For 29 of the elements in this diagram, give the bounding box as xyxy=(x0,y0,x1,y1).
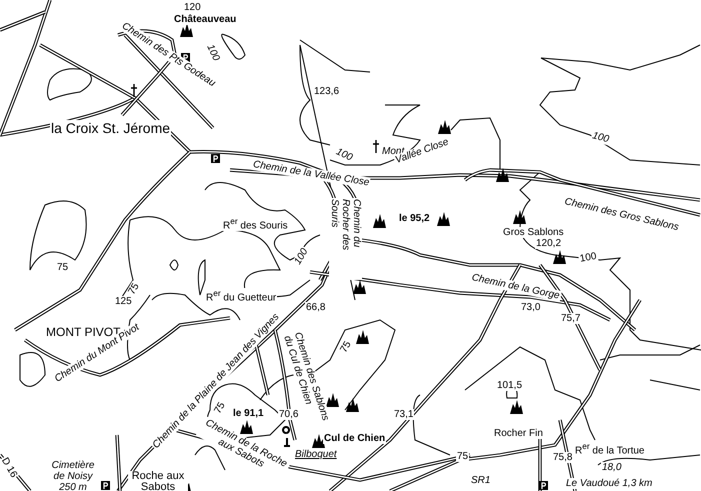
contour-value: 100 xyxy=(578,250,598,265)
elevation-label: 101,5 xyxy=(496,380,524,391)
elevation-label: 70,6 xyxy=(278,409,300,420)
road-name: Chemin du Rocher des Souris xyxy=(329,198,362,280)
place-name: Cul de Chien xyxy=(323,433,386,444)
place-name: Châteauveau xyxy=(173,14,238,25)
place-name: Roche aux Sabots xyxy=(128,471,188,491)
place-name: Gros Sablons xyxy=(502,227,565,238)
elevation-label: le 91,1 xyxy=(232,408,265,419)
elevation-label: 120,2 xyxy=(535,238,562,249)
place-name: Rocher Fin xyxy=(493,428,544,439)
place-name: Le Vaudoué 1,3 km xyxy=(565,478,654,489)
place-name: Bilboquet xyxy=(294,449,338,460)
contour-value: 75 xyxy=(56,262,70,273)
elevation-label: 75,8 xyxy=(552,452,574,463)
place-name: la Croix St. Jérome xyxy=(50,120,172,136)
contour-value: 18,0 xyxy=(601,462,622,473)
elevation-label: 120 xyxy=(183,2,202,13)
elevation-label: 123,6 xyxy=(313,86,340,97)
contour-value: 125 xyxy=(114,296,133,307)
elevation-label: 66,8 xyxy=(305,302,326,313)
contour-value: 75 xyxy=(456,451,470,462)
elevation-label: le 95,2 xyxy=(398,213,431,224)
road-number: SR1 xyxy=(470,475,492,486)
elevation-label: 73,1 xyxy=(393,409,414,420)
contour-value: 100 xyxy=(590,130,612,146)
elevation-label: 73,0 xyxy=(520,302,542,313)
elevation-label: 75,7 xyxy=(560,313,582,324)
place-name: R$^{er}$ du Guetteur xyxy=(205,288,278,304)
